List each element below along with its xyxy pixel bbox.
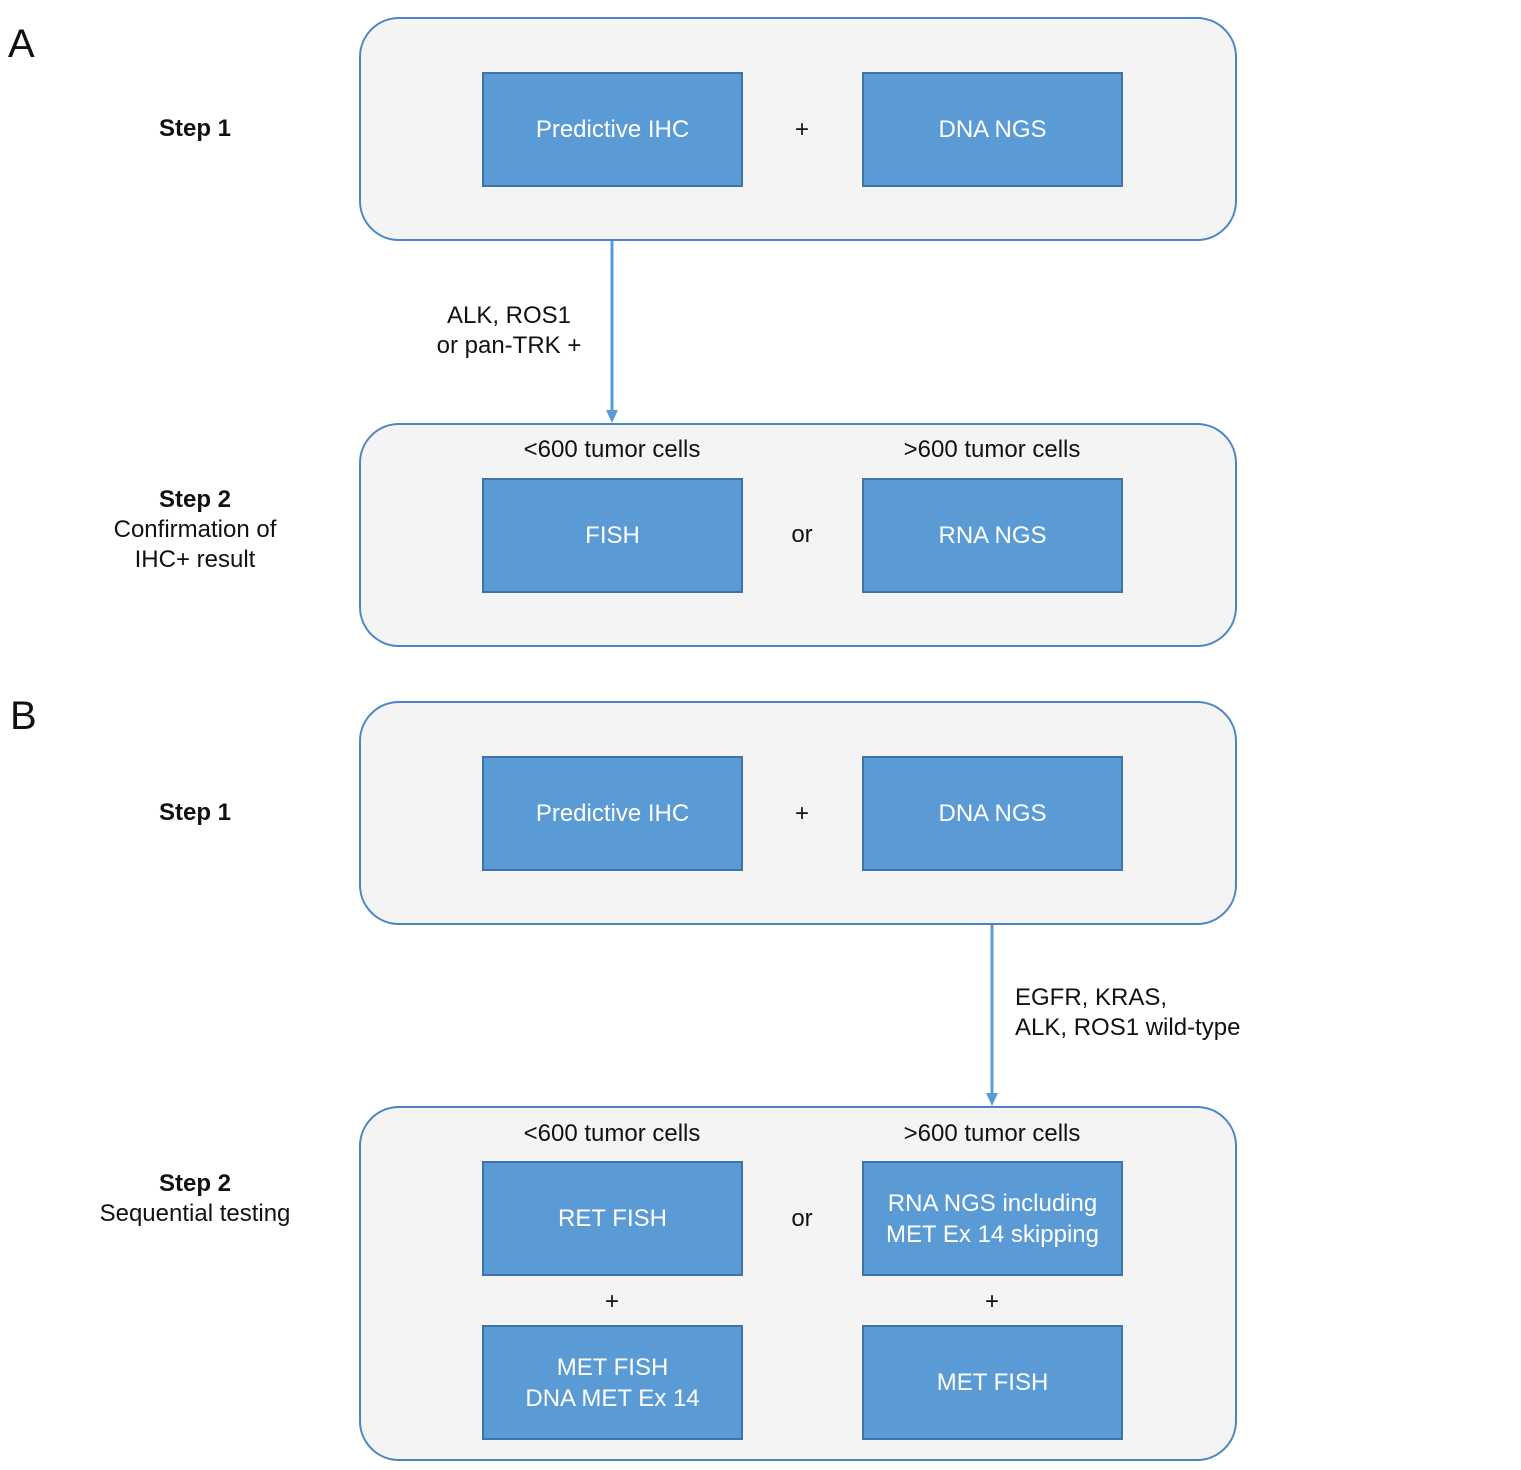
- panel-a-right-header: >600 tumor cells: [903, 436, 1081, 463]
- panel-b-rna-ngs-box: RNA NGS including MET Ex 14 skipping: [862, 1161, 1123, 1276]
- panel-b-step2-title: Step 2: [158, 1170, 232, 1197]
- panel-a-arrow-label: ALK, ROS1 or pan-TRK +: [436, 302, 582, 359]
- panel-b-dna-ngs-box: DNA NGS: [862, 756, 1123, 871]
- panel-a-fish-box: FISH: [482, 478, 743, 593]
- panel-a-predictive-ihc-box: Predictive IHC: [482, 72, 743, 187]
- panel-b-met-fish-dna-box: MET FISH DNA MET Ex 14: [482, 1325, 743, 1440]
- panel-b-step1-plus: +: [794, 800, 809, 827]
- panel-b-met-fish-box: MET FISH: [862, 1325, 1123, 1440]
- panel-a-dna-ngs-box: DNA NGS: [862, 72, 1123, 187]
- panel-b-step2-subtitle: Sequential testing: [99, 1200, 291, 1227]
- panel-a-step1-title: Step 1: [158, 115, 232, 142]
- panel-a-arrow-head: [606, 410, 618, 423]
- panel-b-right-plus: +: [984, 1288, 999, 1315]
- panel-b-right-header: >600 tumor cells: [903, 1120, 1081, 1147]
- panel-a-step2-title: Step 2: [158, 486, 232, 513]
- panel-a-step2-or: or: [791, 521, 813, 548]
- panel-b-left-plus: +: [604, 1288, 619, 1315]
- panel-a-left-header: <600 tumor cells: [523, 436, 701, 463]
- panel-a-step1-plus: +: [794, 116, 809, 143]
- panel-b-predictive-ihc-box: Predictive IHC: [482, 756, 743, 871]
- panel-b-step1-title: Step 1: [158, 799, 232, 826]
- panel-b-arrow-label: EGFR, KRAS, ALK, ROS1 wild-type: [1015, 984, 1241, 1041]
- panel-b-left-header: <600 tumor cells: [523, 1120, 701, 1147]
- panel-a-letter: A: [8, 22, 35, 66]
- panel-a-rna-ngs-box: RNA NGS: [862, 478, 1123, 593]
- panel-b-arrow-head: [986, 1093, 998, 1106]
- panel-a-step2-subtitle: Confirmation of IHC+ result: [113, 516, 277, 573]
- panel-b-ret-fish-box: RET FISH: [482, 1161, 743, 1276]
- panel-b-step2-or: or: [791, 1205, 813, 1232]
- panel-b-letter: B: [10, 694, 37, 738]
